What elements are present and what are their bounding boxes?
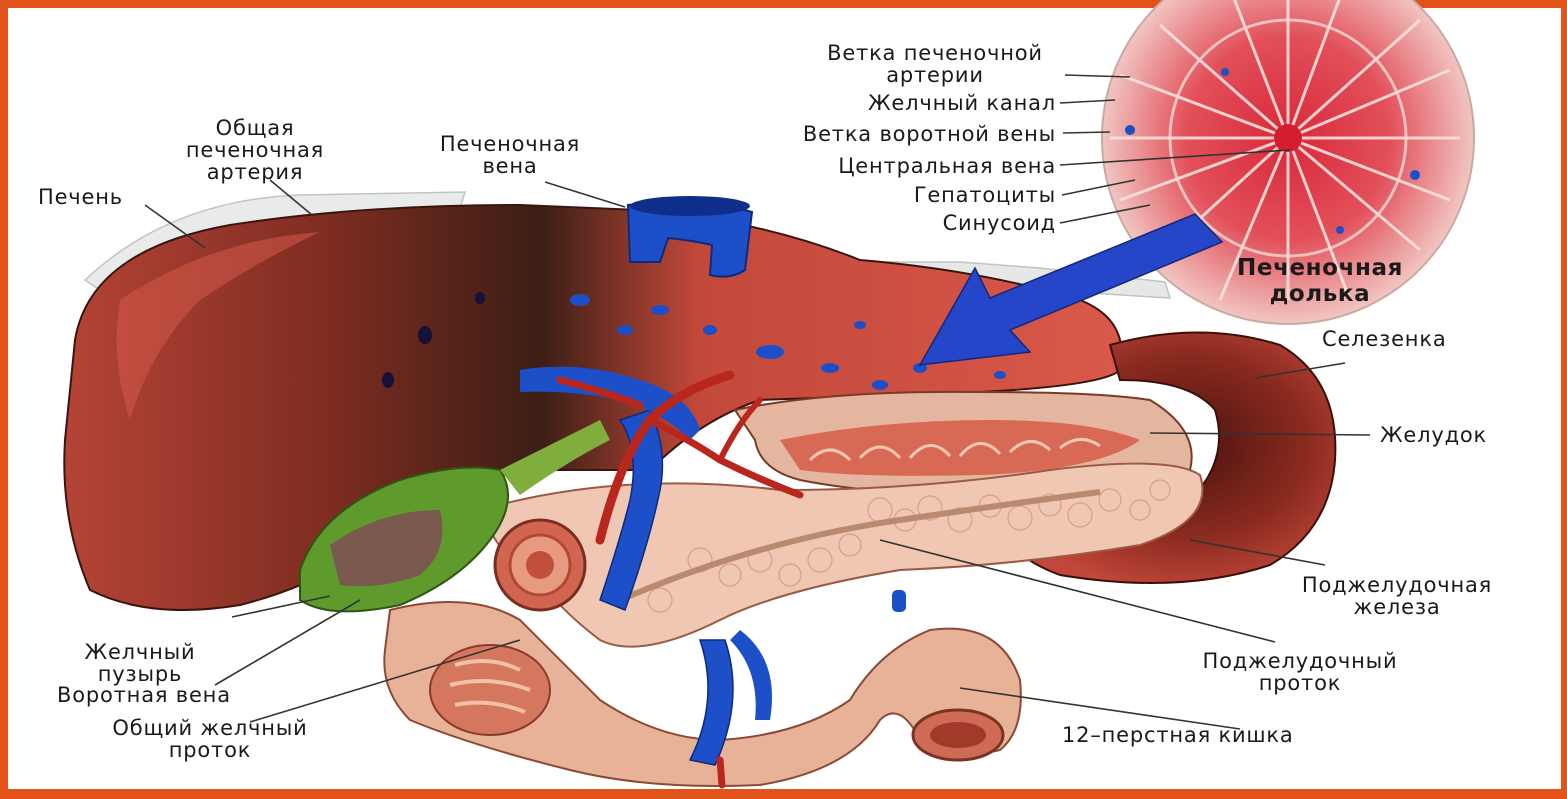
label-liver: Печень xyxy=(38,186,123,208)
label-branch-portal-vein: Ветка воротной вены xyxy=(660,123,1056,145)
label-hepatocytes: Гепатоциты xyxy=(700,184,1056,206)
label-hepatic-lobule-line1: Печеночная xyxy=(1170,255,1470,281)
label-common-hepatic-artery-line3: артерия xyxy=(130,161,380,183)
label-gallbladder-line2: пузырь xyxy=(40,663,240,685)
label-central-vein: Центральная вена xyxy=(700,155,1056,177)
label-common-hepatic-artery-line2: печеночная xyxy=(130,139,380,161)
label-pancreas: Поджелудочная железа xyxy=(1232,574,1562,618)
label-hepatic-lobule-line2: долька xyxy=(1170,281,1470,307)
label-hepatic-vein-line2: вена xyxy=(390,155,630,177)
label-common-hepatic-artery: Общая печеночная артерия xyxy=(130,117,380,183)
label-gallbladder: Желчный пузырь xyxy=(40,641,240,685)
label-common-hepatic-artery-line1: Общая xyxy=(130,117,380,139)
label-pancreas-line2: железа xyxy=(1232,596,1562,618)
label-branch-hepatic-artery-line2: артерии xyxy=(770,64,1100,86)
label-stomach: Желудок xyxy=(1380,424,1487,446)
label-duodenum: 12–перстная кишка xyxy=(1062,724,1294,746)
label-branch-hepatic-artery: Ветка печеночной артерии xyxy=(770,42,1100,86)
label-pancreatic-duct-line2: проток xyxy=(1135,672,1465,694)
label-hepatic-vein: Печеночная вена xyxy=(390,133,630,177)
label-branch-hepatic-artery-line1: Ветка печеночной xyxy=(770,42,1100,64)
label-pancreas-line1: Поджелудочная xyxy=(1232,574,1562,596)
label-pancreatic-duct-line1: Поджелудочный xyxy=(1135,650,1465,672)
label-gallbladder-line1: Желчный xyxy=(40,641,240,663)
label-common-bile-duct-line2: проток xyxy=(45,739,375,761)
label-common-bile-duct-line1: Общий желчный xyxy=(45,717,375,739)
label-sinusoid: Синусоид xyxy=(700,212,1056,234)
label-hepatic-vein-line1: Печеночная xyxy=(390,133,630,155)
label-common-bile-duct: Общий желчный проток xyxy=(45,717,375,761)
label-portal-vein: Воротная вена xyxy=(57,684,231,706)
label-pancreatic-duct: Поджелудочный проток xyxy=(1135,650,1465,694)
label-hepatic-lobule: Печеночная долька xyxy=(1170,255,1470,307)
label-bile-canal: Желчный канал xyxy=(700,92,1056,114)
label-spleen: Селезенка xyxy=(1322,328,1447,350)
